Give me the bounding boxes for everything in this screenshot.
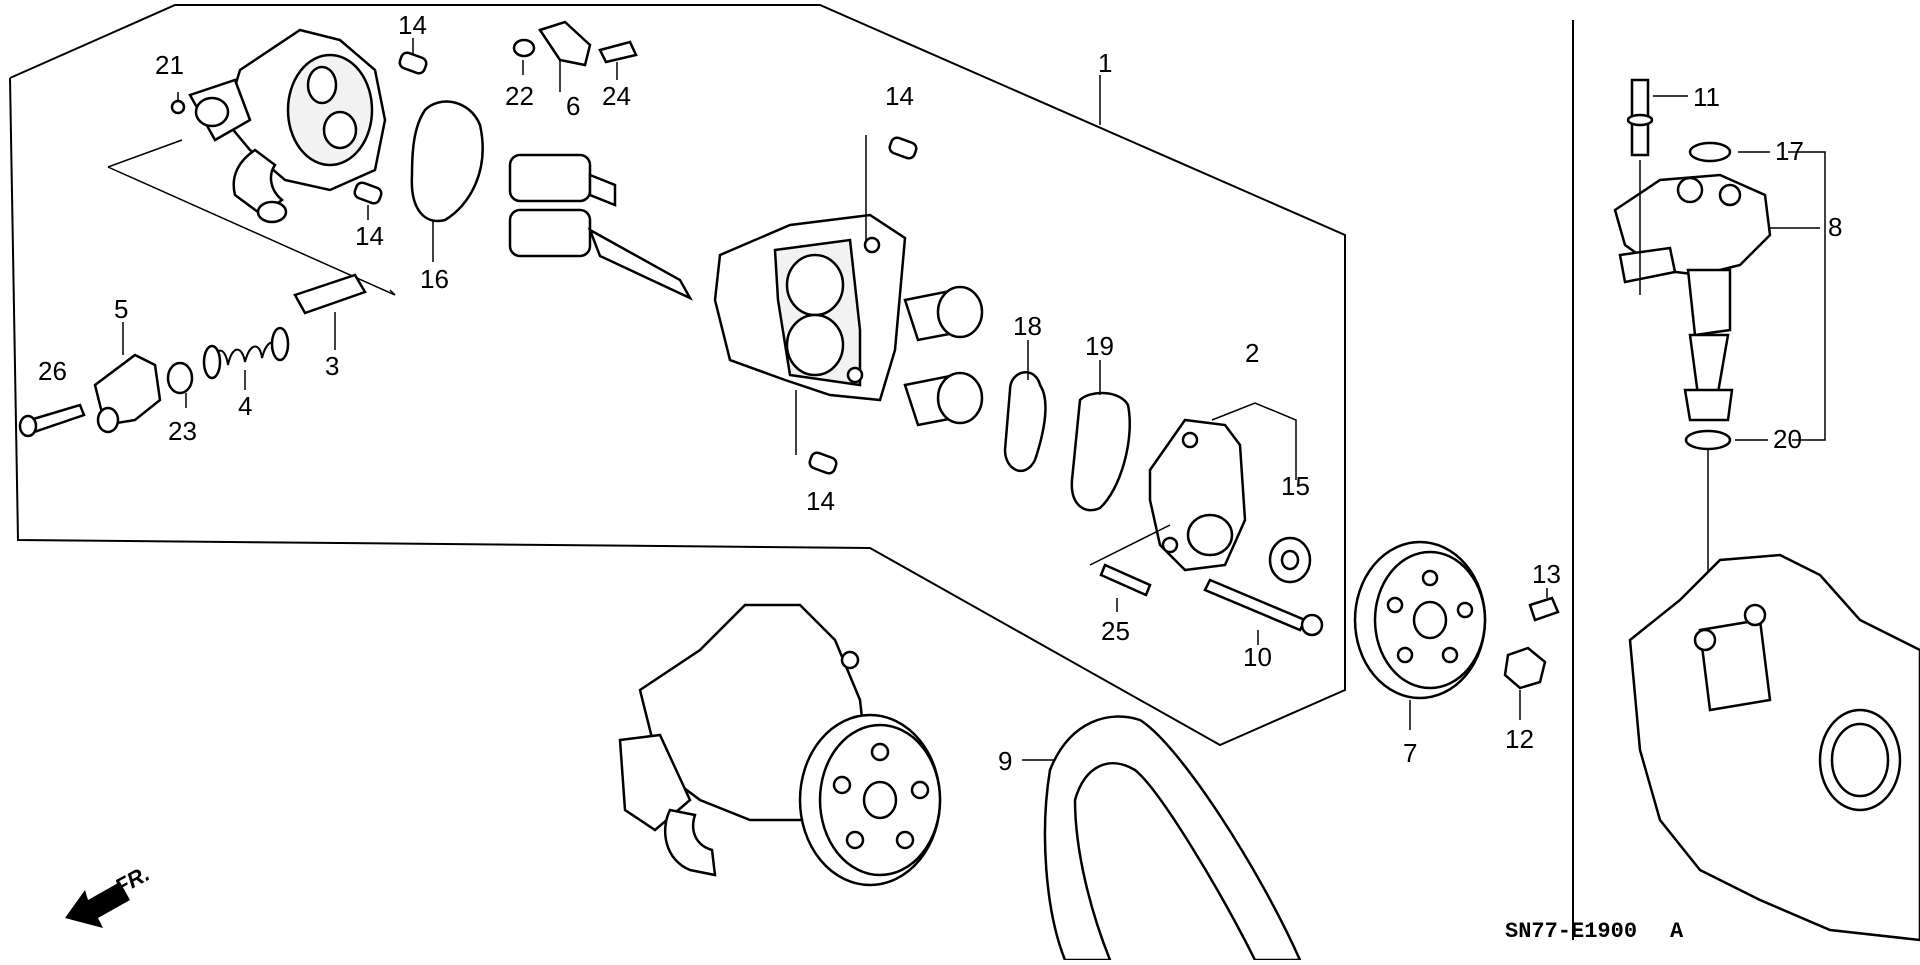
- callout-22: 22: [505, 81, 534, 111]
- callout-18: 18: [1013, 311, 1042, 341]
- callout-20: 20: [1773, 424, 1802, 454]
- callout-19: 19: [1085, 331, 1114, 361]
- leader-line: [1211, 402, 1297, 480]
- assembly-outline: [9, 4, 1346, 747]
- callout-2: 2: [1245, 338, 1259, 368]
- callout-5: 5: [114, 294, 128, 324]
- o-ring-23: [166, 361, 194, 395]
- assembled-pump: [618, 603, 942, 887]
- rotor-set-part: [903, 285, 984, 427]
- callout-24: 24: [602, 81, 631, 111]
- seal-18: [1003, 371, 1047, 472]
- callout-17: 17: [1775, 136, 1804, 166]
- dowel-pin-center-upper: [888, 136, 918, 160]
- o-ring-20: [1684, 429, 1732, 451]
- nut-12: [1503, 646, 1547, 690]
- o-ring-17: [1688, 141, 1732, 163]
- dowel-pin-lower: [353, 181, 383, 205]
- leader-line: [1089, 524, 1171, 566]
- engine-block: [1628, 553, 1920, 942]
- callout-14-center-top: 14: [885, 81, 914, 111]
- callout-1: 1: [1098, 48, 1112, 78]
- item-21-nut: [170, 99, 186, 115]
- callout-10: 10: [1243, 642, 1272, 672]
- center-housing-part: [713, 213, 907, 402]
- callout-26: 26: [38, 356, 67, 386]
- pump-housing-part: [188, 28, 387, 224]
- valve-3: [293, 273, 367, 315]
- bolt-24: [598, 40, 638, 64]
- callout-13: 13: [1532, 559, 1561, 589]
- callout-14-center-bottom: 14: [806, 486, 835, 516]
- callout-14-top: 14: [398, 10, 427, 40]
- key-13: [1528, 596, 1560, 622]
- washer-22: [512, 38, 536, 58]
- callout-15: 15: [1281, 471, 1310, 501]
- dowel-pin-center-lower: [808, 451, 838, 475]
- leader-line: [107, 166, 396, 296]
- callout-3: 3: [325, 351, 339, 381]
- diagram-code-suffix: A: [1670, 919, 1684, 944]
- gasket-16: [410, 100, 484, 223]
- pulley-7: [1353, 540, 1487, 700]
- drive-belt-9: [1043, 715, 1302, 962]
- callout-7: 7: [1403, 738, 1417, 768]
- spring-4: [202, 326, 290, 380]
- bolt-10: [1203, 578, 1307, 632]
- callout-6: 6: [566, 91, 580, 121]
- bolt-25: [1099, 563, 1152, 597]
- callout-11: 11: [1693, 82, 1720, 112]
- callout-23: 23: [168, 416, 197, 446]
- ring-19: [1070, 391, 1131, 512]
- leader-line: [107, 139, 183, 168]
- front-direction-arrow-icon: [65, 882, 130, 928]
- cover-2: [1148, 418, 1247, 572]
- callout-12: 12: [1505, 724, 1534, 754]
- distributor-8: [1613, 173, 1772, 422]
- gear-shaft-part: [508, 153, 693, 301]
- callout-14-left: 14: [355, 221, 384, 251]
- callout-9: 9: [998, 746, 1012, 776]
- diagram-code: SN77-E1900: [1505, 919, 1637, 944]
- plate-6: [538, 20, 592, 67]
- leader-line: [1788, 151, 1826, 441]
- callout-16: 16: [420, 264, 449, 294]
- bolt-26: [28, 403, 86, 434]
- callout-8: 8: [1828, 212, 1842, 242]
- callout-25: 25: [1101, 616, 1130, 646]
- callout-4: 4: [238, 391, 252, 421]
- callout-21: 21: [155, 50, 184, 80]
- dowel-pin-upper: [398, 51, 428, 75]
